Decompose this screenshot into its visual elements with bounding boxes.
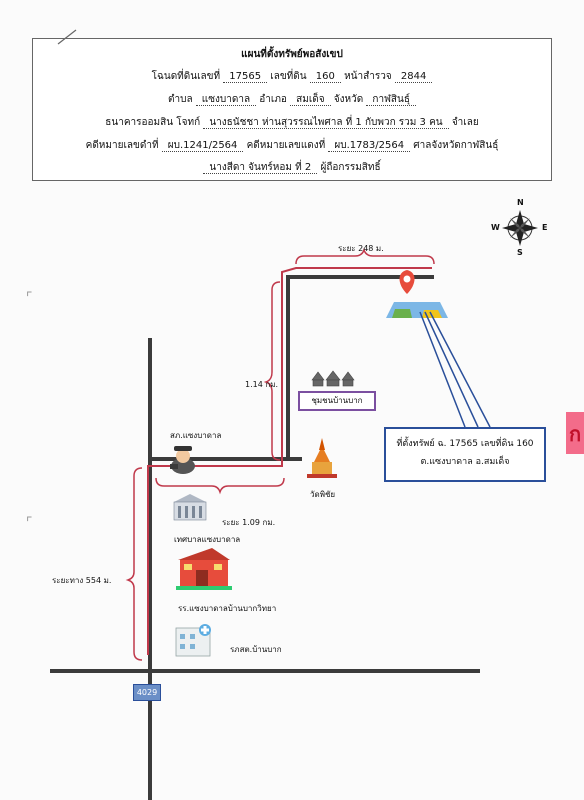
defendant: นางธนัชชา ห่านสุวรรณไพศาล ที่ 1 กับพวก ร… [203,117,449,129]
scan-corner-mark: ⌜ [26,290,33,306]
plaintiff: ธนาคารออมสิน [105,117,174,128]
case-black-number: ผบ.1241/2564 [161,140,244,152]
deed-number: 17565 [223,71,268,83]
hospital-building-icon [175,624,211,657]
brace-top [295,247,435,265]
amphoe-label: อำเภอ [259,94,287,105]
deed-line: โฉนดที่ดินเลขที่ 17565 เลขที่ดิน 160 หน้… [33,69,551,84]
case-black-label: คดีหมายเลขดำที่ [85,140,159,151]
province-value: กาฬสินธุ์ [366,94,416,106]
compass-icon [502,210,538,246]
edge-sticker: ก [566,412,584,454]
land-no-label: เลขที่ดิน [270,71,307,82]
survey-label: หน้าสำรวจ [344,71,392,82]
scan-corner-mark: ⌜ [26,515,33,531]
amphoe-value: สมเด็จ [290,94,331,106]
property-info-box: ที่ตั้งทรัพย์ ฉ. 17565 เลขที่ดิน 160 ต.แ… [384,427,546,482]
case-red-number: ผบ.1783/2564 [328,140,411,152]
compass-s: S [517,248,523,257]
case-red-label: คดีหมายเลขแดงที่ [246,140,326,151]
hospital-label: รภสต.บ้านบาก [230,645,282,654]
tambon-value: แซงบาดาล [195,94,257,106]
municipality-label: เทศบาลแซงบาดาล [174,535,241,544]
pointer-lines [419,311,491,428]
scan-mark [57,29,77,45]
tambon-label: ตำบล [168,94,193,105]
province-label: จังหวัด [333,94,364,105]
brace-left [125,467,143,661]
distance-vertical: 1.14 กม. [245,380,279,389]
school-building-icon [176,548,232,590]
parties-line: ธนาคารออมสิน โจทก์ นางธนัชชา ห่านสุวรรณไ… [33,115,551,130]
school-label: รร.แซงบาดาลบ้านบากวิทยา [178,604,277,613]
location-line: ตำบล แซงบาดาล อำเภอ สมเด็จ จังหวัด กาฬสิ… [33,92,551,107]
edge-char: ก [569,422,582,446]
route-line [147,267,432,655]
owner-role: ผู้ถือกรรมสิทธิ์ [320,162,381,173]
owner-name: นางสีดา จันทร์หอม ที่ 2 [203,162,318,174]
road-network [50,275,480,800]
compass-n: N [517,198,524,207]
brace-vertical [263,281,281,461]
municipality-building-icon [173,494,207,521]
deed-label: โฉนดที่ดินเลขที่ [151,71,221,82]
compass-e: E [542,223,548,232]
compass-w: W [491,223,500,232]
land-number: 160 [309,71,341,83]
police-label: สภ.แซงบาดาล [170,431,222,440]
brace-middle [155,477,285,495]
map-title: แผนที่ตั้งทรัพย์พอสังเขป [241,49,343,60]
community-houses-icon [311,370,355,387]
distance-middle: ระยะ 1.09 กม. [222,518,276,527]
owner-line: นางสีดา จันทร์หอม ที่ 2 ผู้ถือกรรมสิทธิ์ [33,160,551,175]
community-label: ชุมชนบ้านบาก [311,396,363,405]
property-line-2: ต.แซงบาดาล อ.สมเด็จ [420,457,510,467]
distance-left: ระยะทาง 554 ม. [52,576,112,585]
court-name: ศาลจังหวัดกาฬสินธุ์ [413,140,499,151]
defendant-role: จำเลย [451,117,479,128]
community-label-box: ชุมชนบ้านบาก [298,391,376,411]
header-box: แผนที่ตั้งทรัพย์พอสังเขป โฉนดที่ดินเลขที… [32,38,552,181]
temple-label: วัดพิชัย [310,490,336,499]
property-line-1: ที่ตั้งทรัพย์ ฉ. 17565 เลขที่ดิน 160 [396,439,534,449]
survey-number: 2844 [394,71,433,83]
distance-top: ระยะ 248 ม. [338,244,384,253]
police-icon [170,446,195,474]
case-line: คดีหมายเลขดำที่ ผบ.1241/2564 คดีหมายเลขแ… [33,138,551,153]
road-number-badge: 4029 [133,684,161,701]
title-line: แผนที่ตั้งทรัพย์พอสังเขป [33,47,551,62]
temple-icon [307,438,337,478]
plaintiff-role: โจทก์ [176,117,201,128]
property-pin-icon [386,270,448,318]
